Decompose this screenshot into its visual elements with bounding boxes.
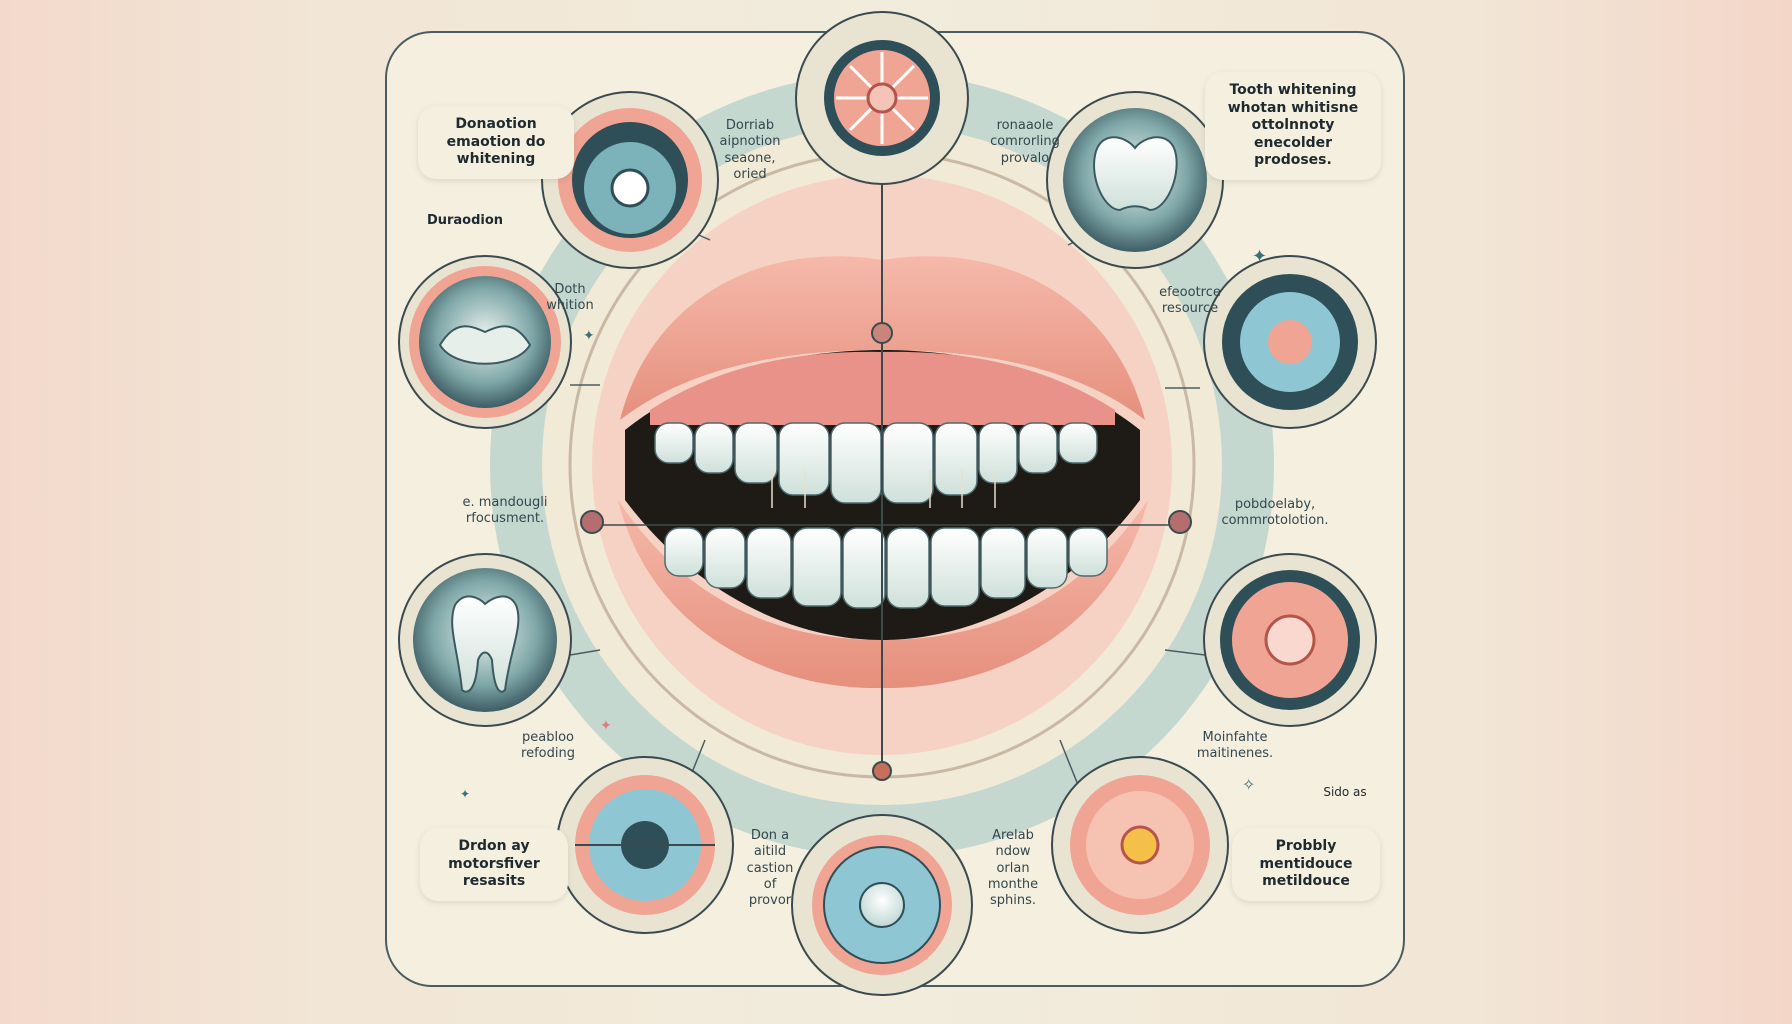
label-right-low: Moinfahte maitinenes. [1196,730,1274,762]
upper-tooth [1018,422,1058,474]
tooth-icon [1046,91,1224,269]
label-bottom-right: Probbly mentidouce metildouce [1232,828,1380,901]
lower-tooth [842,527,886,609]
lower-teeth [664,527,1108,609]
label-top-center-right: ronaaole comrorling provalo [990,118,1060,166]
lower-tooth [930,527,980,607]
svg-text:✦: ✦ [460,787,470,801]
upper-tooth [978,422,1018,484]
flower-disc-icon [1203,553,1377,727]
label-right-mid: pobdoelaby, commrotolotion. [1221,497,1329,529]
lower-tooth [1026,527,1068,589]
lower-tooth [792,527,842,607]
upper-tooth [830,422,882,504]
label-effective-resource: efeootrce resource [1159,285,1221,317]
label-bottom-center-right: Arelab ndow orlan monthe sphins. [987,828,1039,908]
sparkles: ✦ ✦ ✧ ✦ ✦ [460,246,1267,801]
whitening-disc-icon [1203,255,1377,429]
geodesic-dial-icon [791,814,973,996]
upper-tooth [1058,422,1098,464]
svg-text:✧: ✧ [1242,775,1255,794]
lower-tooth [886,527,930,609]
svg-text:✦: ✦ [583,328,595,344]
upper-tooth [734,422,778,484]
upper-tooth [934,422,978,496]
target-gauge-icon [556,756,734,934]
lower-tooth [746,527,792,599]
upper-tooth [778,422,830,496]
label-duration: Duraodion [426,213,504,228]
label-top-center-left: Dorriab aipnotion seaone, oried [719,118,781,182]
label-top-left: Donaotion emaotion do whitening [418,106,574,179]
label-side-as: Sido as [1323,785,1367,799]
label-top-right: Tooth whitening whotan whitisne ottolnno… [1205,72,1381,180]
gear-mechanism-icon [541,91,719,269]
lower-tooth [980,527,1026,599]
upper-tooth [654,422,694,464]
dial-gauge-icon [795,11,969,185]
label-doth-whition: Doth whition [546,282,594,314]
lower-tooth [704,527,746,589]
flower-badge-icon [1051,756,1229,934]
lower-tooth [664,527,704,577]
upper-tooth [882,422,934,504]
label-bottom-left: Drdon ay motorsfiver resasits [420,828,568,901]
label-bottom-center-left: Don a aitild castion of provor [746,828,794,908]
upper-tooth [694,422,734,474]
svg-text:✦: ✦ [600,718,612,734]
lower-tooth [1068,527,1108,577]
lower-lip [618,500,1148,689]
upper-teeth [654,422,1098,504]
label-left-low: peabloo refoding [521,730,575,762]
lips-icon [398,255,572,429]
molar-tooth-icon [398,553,572,727]
label-left-mid: e. mandougli rfocusment. [462,495,548,527]
svg-text:✦: ✦ [1252,246,1267,267]
